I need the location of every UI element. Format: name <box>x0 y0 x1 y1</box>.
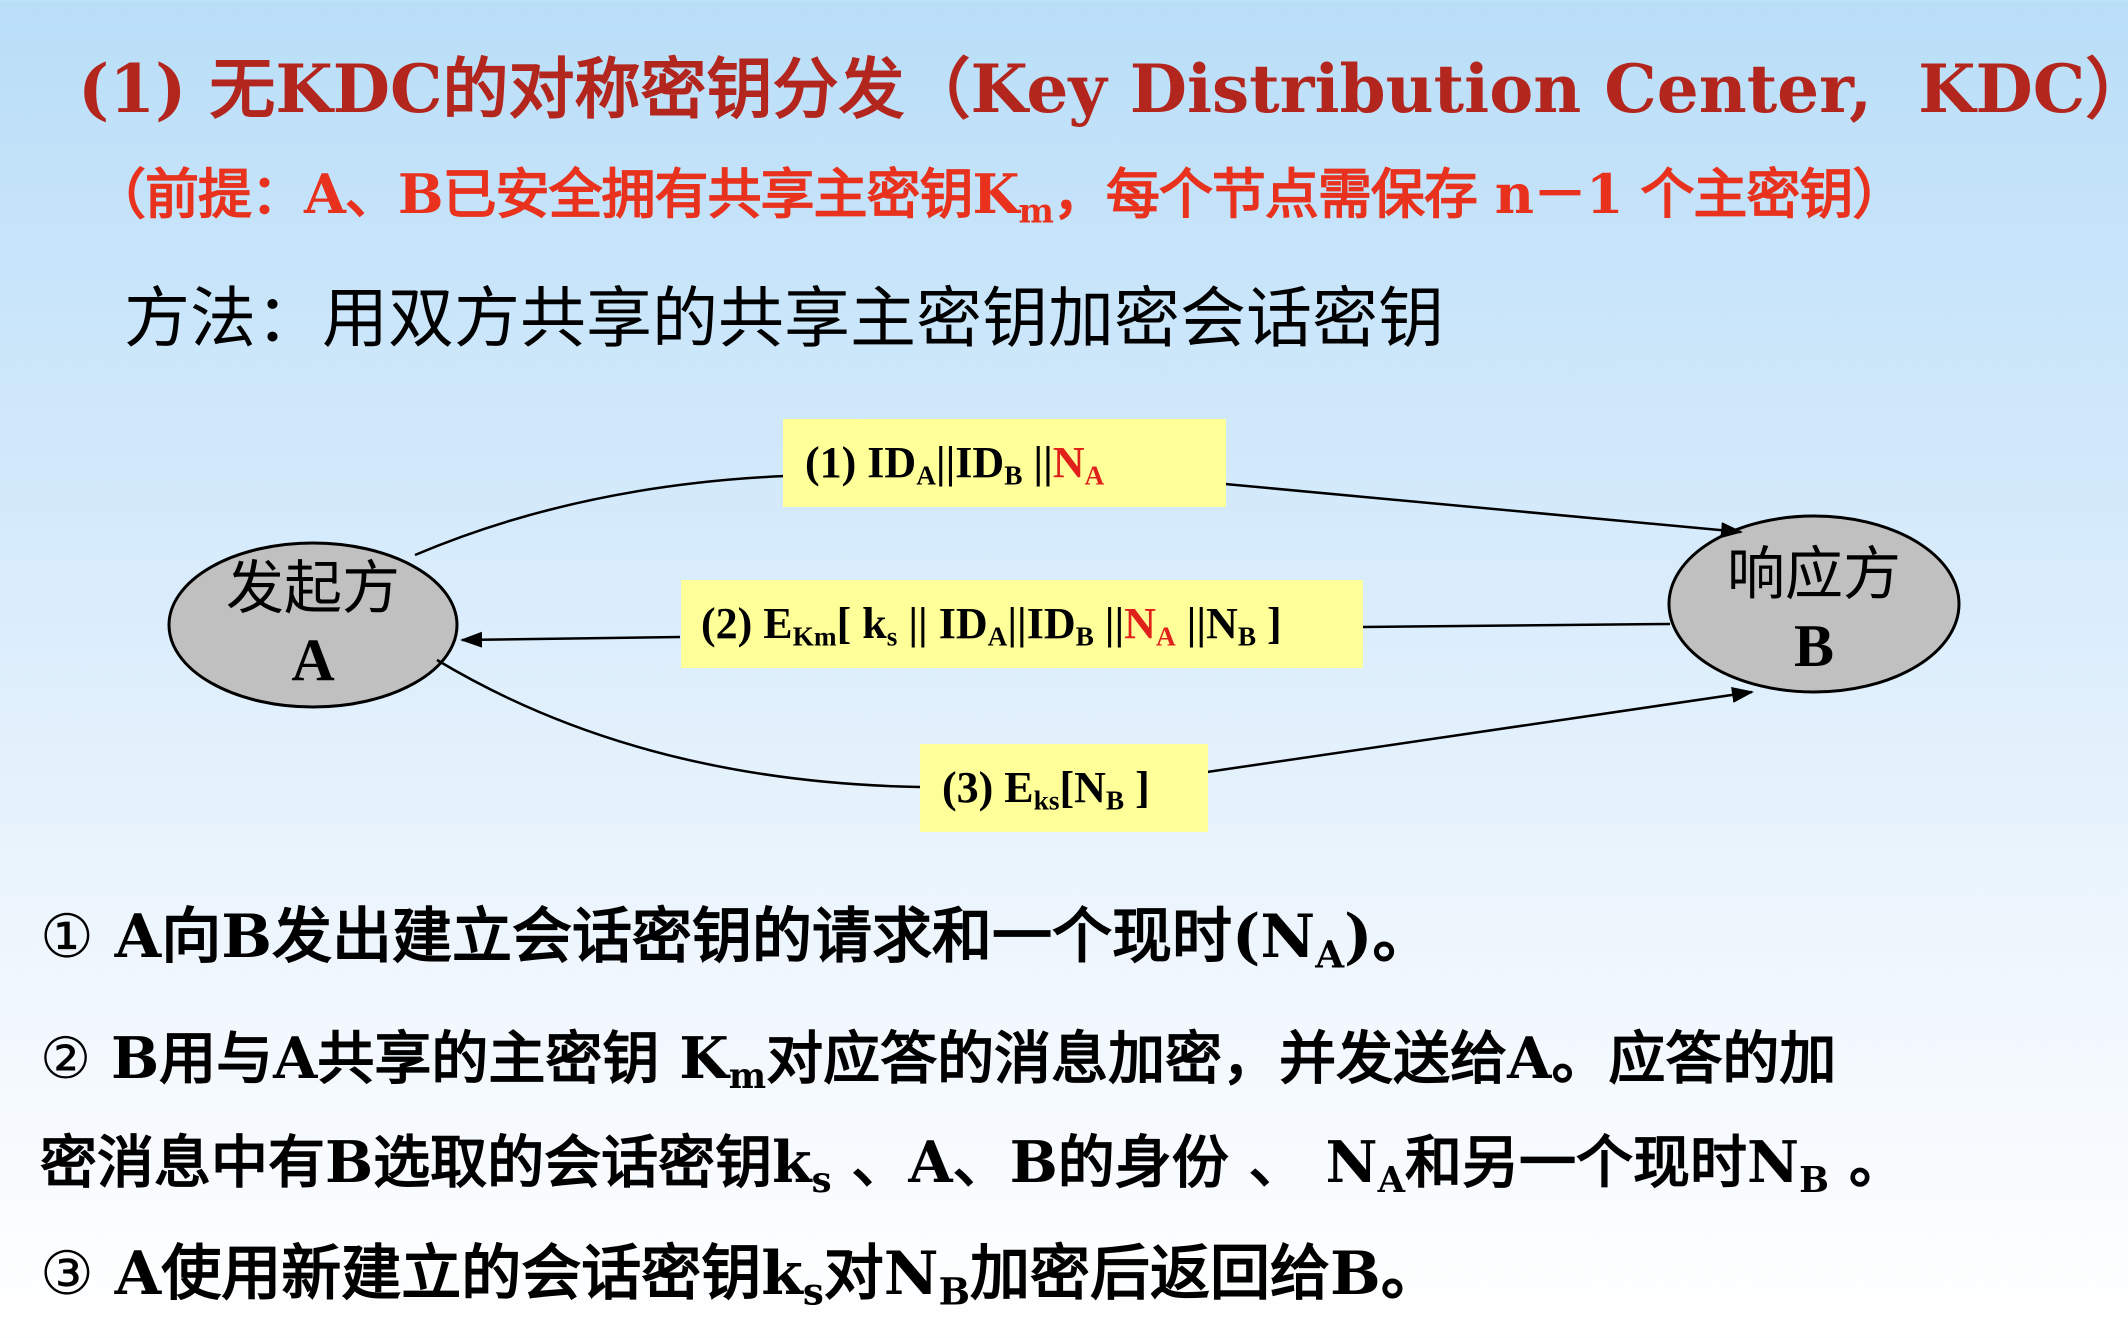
nonce-a-highlight: NA <box>1052 438 1105 491</box>
node-b-label: 响应方 B <box>1714 538 1914 682</box>
arrow-msg1-tail <box>1224 482 1743 539</box>
step-1: ① A向B发出建立会话密钥的请求和一个现时(NA)。 <box>40 902 1433 977</box>
node-b-role: 响应方 <box>1726 540 1901 608</box>
message-2-label: (2) EKm[ ks || IDA||IDB ||NA ||NB ] <box>681 580 1363 668</box>
nonce-a-highlight-2: NA <box>1124 599 1176 652</box>
title-prefix: (1) 无KDC的对称密钥分发（ <box>78 50 971 128</box>
step-3: ③ A使用新建立的会话密钥ks对NB加密后返回给B。 <box>40 1239 1441 1314</box>
premise-text-before: （前提：A、B已安全拥有共享主密钥K <box>92 162 1019 226</box>
node-b-ellipse <box>1667 514 1961 694</box>
step-2-line-2: 密消息中有B选取的会话密钥ks 、A、B的身份 、 NA和另一个现时NB 。 <box>40 1129 1906 1201</box>
arrow-msg1 <box>414 474 786 557</box>
premise-note: （前提：A、B已安全拥有共享主密钥Km，每个节点需保存 n－1 个主密钥） <box>92 150 1906 231</box>
node-a-ellipse <box>167 541 459 709</box>
node-b-name: B <box>1793 613 1835 679</box>
arrow-msg2-start <box>1361 622 1671 629</box>
node-a-role: 发起方 <box>225 554 400 622</box>
title-abbr: KDC <box>1918 50 2086 128</box>
method-line: 方法：用双方共享的共享主密钥加密会话密钥 <box>124 280 1444 357</box>
step-1-number: ① <box>40 902 94 972</box>
node-a-label: 发起方 A <box>213 552 413 696</box>
step-3-number: ③ <box>40 1239 94 1309</box>
message-1-label: (1) IDA||IDB ||NA <box>783 419 1226 507</box>
message-3-label: (3) Eks[NB ] <box>920 744 1208 832</box>
title-close: ） <box>2085 50 2128 128</box>
node-a-name: A <box>291 627 335 693</box>
step-2-number: ② <box>40 1026 92 1092</box>
arrow-msg3-tail <box>1206 686 1754 774</box>
premise-text-after: ，每个节点需保存 n－1 个主密钥） <box>1052 162 1906 226</box>
premise-sub: m <box>1018 191 1053 231</box>
page-title: (1) 无KDC的对称密钥分发（Key Distribution Center,… <box>78 36 2128 132</box>
arrow-msg2 <box>460 631 681 648</box>
step-2-line-1: ② B用与A共享的主密钥 Km对应答的消息加密，并发送给A。应答的加 <box>40 1025 1837 1097</box>
arrow-msg3 <box>436 658 921 789</box>
title-key-term: Key Distribution Center, <box>970 50 1873 128</box>
